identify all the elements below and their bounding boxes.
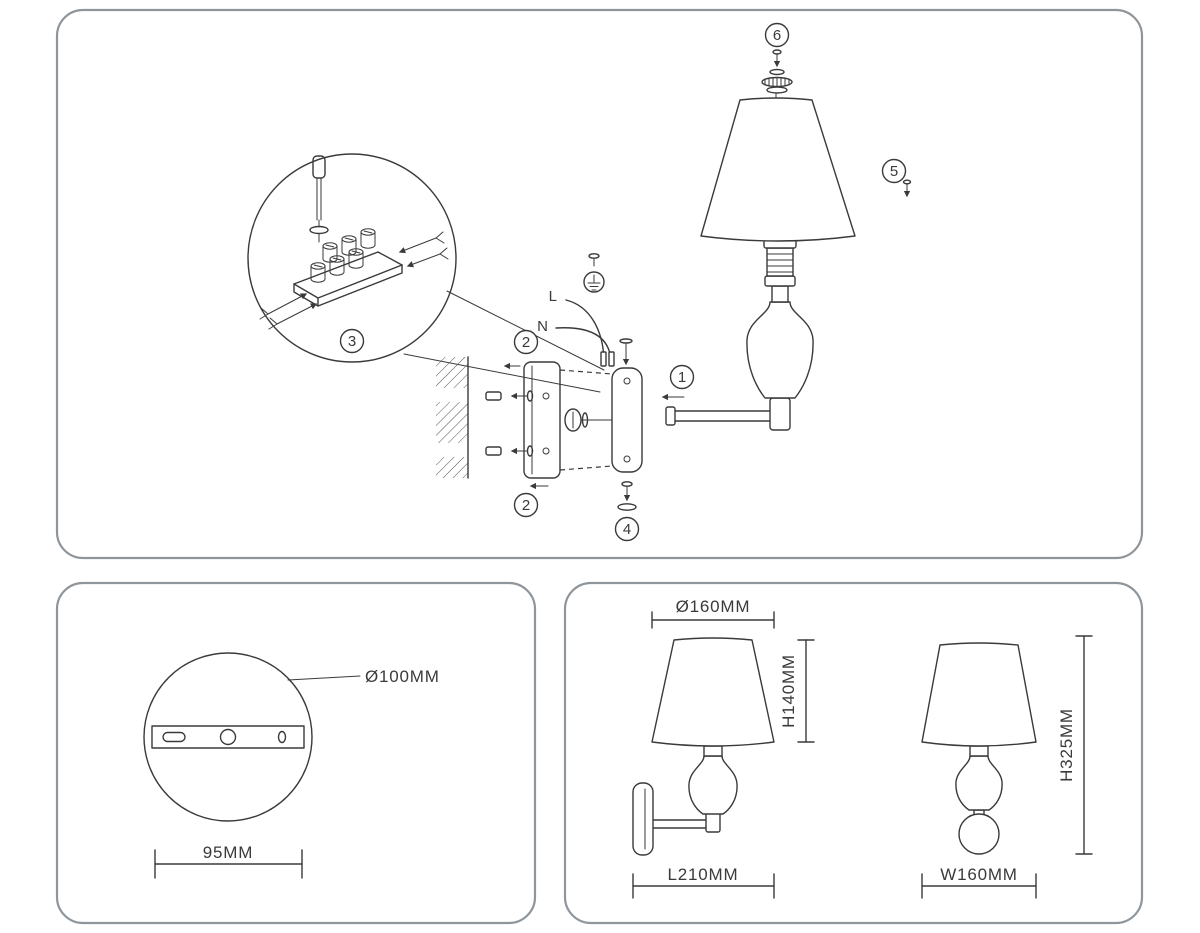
plate-width-dimension: 95MM xyxy=(154,843,303,879)
front-view-shade xyxy=(921,642,1037,747)
screwdriver-icon xyxy=(309,155,329,243)
mounting-bracket xyxy=(503,361,561,490)
lamp-body xyxy=(665,93,856,431)
plate-panel-border xyxy=(55,581,537,925)
backplate xyxy=(611,367,643,473)
shade-diameter-label: Ø160MM xyxy=(676,597,751,616)
fixture-height-dimension: H325MM xyxy=(1057,635,1093,855)
step-6-label: 6 xyxy=(773,27,781,44)
step-4-marker: 4 xyxy=(614,516,640,542)
wire-neutral-label: N xyxy=(537,318,548,335)
step-3-marker: 3 xyxy=(339,328,365,354)
wire-live-label: L xyxy=(549,288,557,305)
side-view-wall-plate xyxy=(632,782,654,856)
backplate-top-screw xyxy=(619,338,633,366)
step-6-marker: 6 xyxy=(764,22,790,48)
step-4-screw xyxy=(617,481,637,511)
fixture-width-dimension: W160MM xyxy=(921,865,1037,899)
plate-small-hole xyxy=(277,730,287,744)
swivel-knob xyxy=(564,408,613,432)
plate-diameter-label: Ø100MM xyxy=(365,667,440,686)
front-view-vase xyxy=(955,755,1003,811)
step-5-marker: 5 xyxy=(881,158,912,198)
step-1-marker: 1 xyxy=(661,364,695,401)
ground-symbol xyxy=(583,253,605,293)
fixture-width-label: W160MM xyxy=(940,865,1018,884)
step-2-bottom-marker: 2 xyxy=(513,492,539,518)
plate-detail-panel: Ø100MM 95MM xyxy=(55,581,537,925)
side-view-vase xyxy=(688,755,738,815)
wiring-detail-magnifier: 3 xyxy=(247,153,605,393)
dimensions-panel-border xyxy=(563,581,1144,925)
step-3-label: 3 xyxy=(348,333,356,350)
lamp-shade xyxy=(700,93,856,242)
terminal-block xyxy=(259,228,449,330)
dimensions-panel: Ø160MM H140MM L210MM xyxy=(563,581,1144,925)
step-5-label: 5 xyxy=(890,163,898,180)
wall-plugs xyxy=(485,391,502,456)
assembly-panel: 3 xyxy=(55,8,1144,560)
diameter-leader-line xyxy=(287,675,361,681)
side-view-shade xyxy=(651,637,775,747)
shade-height-dimension: H140MM xyxy=(779,639,815,743)
fixture-height-label: H325MM xyxy=(1057,708,1076,782)
assembly-panel-border xyxy=(55,8,1144,560)
wire-leads xyxy=(259,231,449,330)
shade-height-label: H140MM xyxy=(779,654,798,728)
plate-bar xyxy=(151,725,305,749)
step-2-top-marker: 2 xyxy=(513,329,539,355)
lamp-vase xyxy=(746,301,814,399)
plate-width-label: 95MM xyxy=(203,843,253,862)
step-2-top-label: 2 xyxy=(522,334,530,351)
side-view: Ø160MM H140MM L210MM xyxy=(632,597,815,899)
finial-parts xyxy=(761,49,793,94)
step-4-label: 4 xyxy=(623,521,631,538)
front-view: H325MM W160MM xyxy=(921,635,1093,899)
supply-wires: L N xyxy=(537,288,615,367)
shade-diameter-dimension: Ø160MM xyxy=(651,597,775,629)
plate-slot-hole xyxy=(162,731,186,743)
step-1-label: 1 xyxy=(678,369,686,386)
fixture-length-dimension: L210MM xyxy=(632,865,775,899)
lamp-socket xyxy=(763,239,797,277)
plate-circle xyxy=(143,652,313,822)
wall-section xyxy=(436,356,469,479)
front-view-ball xyxy=(958,813,1000,855)
plate-center-hole xyxy=(219,728,237,746)
fixture-length-label: L210MM xyxy=(668,865,739,884)
step-2-bottom-label: 2 xyxy=(522,497,530,514)
